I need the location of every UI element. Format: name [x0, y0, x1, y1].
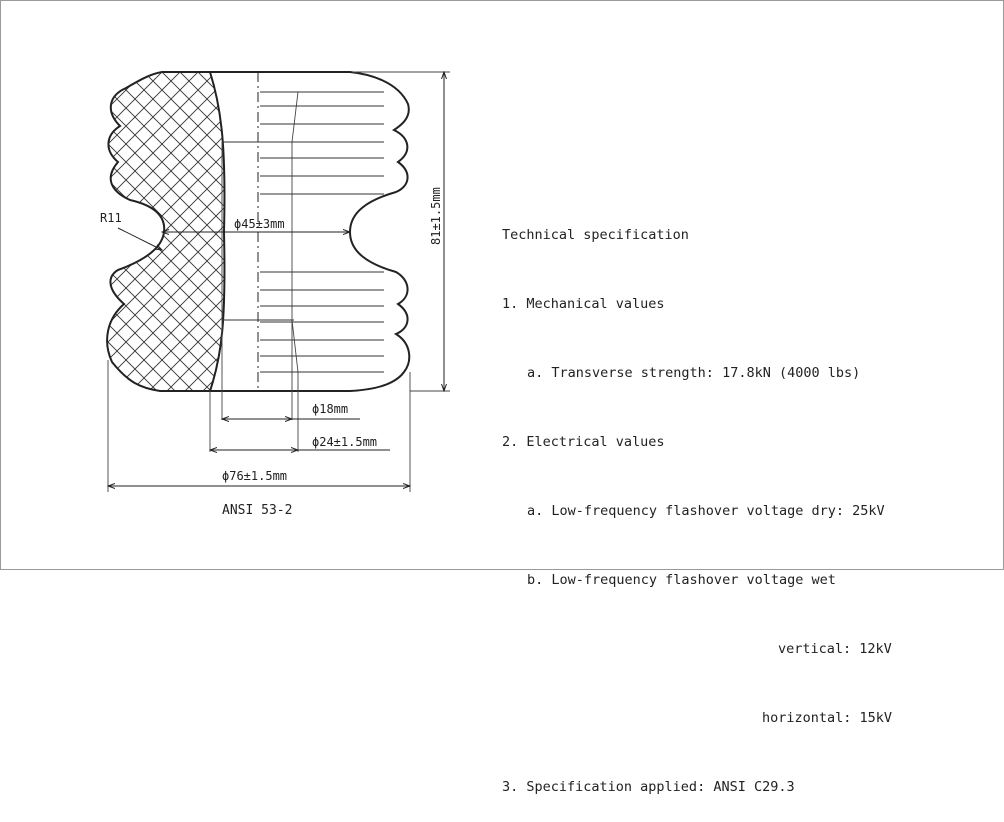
- bore-diameter-label: ϕ45±3mm: [234, 217, 285, 231]
- inner-diameter-label: ϕ18mm: [312, 402, 348, 416]
- spec-item-2b-vertical: vertical: 12kV: [778, 641, 892, 657]
- radius-label: R11: [100, 211, 122, 225]
- outer-diameter-label: ϕ76±1.5mm: [222, 469, 287, 483]
- insulator-drawing: ϕ45±3mm R11 81±1.5mm ϕ18mm ϕ24±1.5mm ϕ76…: [100, 71, 450, 518]
- technical-specification: Technical specification 1. Mechanical va…: [502, 178, 892, 822]
- spec-item-2b-horizontal: horizontal: 15kV: [762, 710, 893, 726]
- spec-item-1a: a. Transverse strength: 17.8kN (4000 lbs…: [527, 365, 861, 381]
- mid-diameter-label: ϕ24±1.5mm: [312, 435, 377, 449]
- height-label: 81±1.5mm: [429, 187, 443, 245]
- model-label: ANSI 53-2: [222, 503, 292, 518]
- spec-item-2a: a. Low-frequency flashover voltage dry: …: [527, 503, 885, 519]
- spec-item-2b: b. Low-frequency flashover voltage wet: [527, 572, 836, 588]
- spec-title: Technical specification: [502, 227, 689, 243]
- spec-item-1: 1. Mechanical values: [502, 296, 665, 312]
- spec-item-3: 3. Specification applied: ANSI C29.3: [502, 779, 795, 795]
- spec-item-2: 2. Electrical values: [502, 434, 665, 450]
